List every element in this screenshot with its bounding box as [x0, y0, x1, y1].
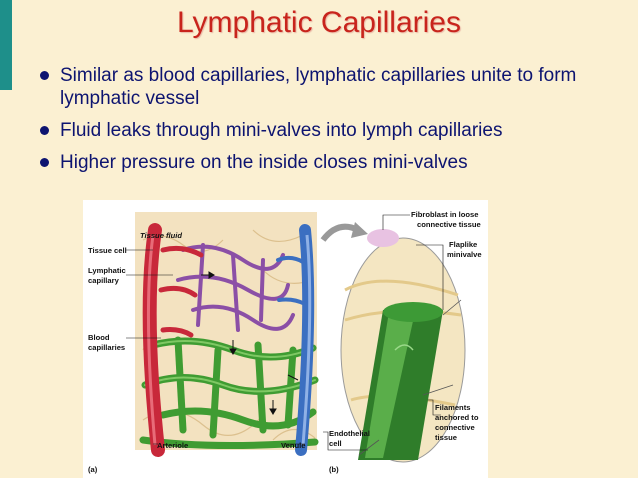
- label-fibroblast: Fibroblast in loose: [411, 210, 479, 219]
- venule-vessel: [276, 224, 315, 456]
- accent-bar: [0, 0, 12, 90]
- label-filaments: tissue: [435, 433, 457, 442]
- label-filaments: Filaments: [435, 403, 470, 412]
- bullet-list: Similar as blood capillaries, lymphatic …: [38, 64, 608, 183]
- label-flaplike-minivalve: Flaplike: [449, 240, 477, 249]
- label-panel-b: (b): [329, 465, 339, 474]
- bullet-text: Fluid leaks through mini-valves into lym…: [60, 120, 503, 141]
- bullet-icon: [40, 126, 49, 135]
- slide-title: Lymphatic Capillaries: [176, 6, 461, 39]
- label-tissue-cell: Tissue cell: [88, 246, 127, 255]
- lymph-capillary-cylinder: [358, 302, 443, 460]
- label-flaplike-minivalve: minivalve: [447, 250, 482, 259]
- label-endothelial-cell: Endothelial: [329, 429, 370, 438]
- fibroblast-cell: [367, 229, 399, 247]
- label-filaments: connective: [435, 423, 475, 432]
- label-filaments: anchored to: [435, 413, 479, 422]
- label-blood-capillaries: Blood: [88, 333, 110, 342]
- bullet-icon: [40, 71, 49, 80]
- label-lymphatic-capillary: capillary: [88, 276, 120, 285]
- bullet-text: Higher pressure on the inside closes min…: [60, 152, 468, 173]
- label-venule: Venule: [281, 441, 305, 450]
- bullet-text: Similar as blood capillaries, lymphatic …: [60, 65, 577, 109]
- label-panel-a: (a): [88, 465, 98, 474]
- bullet-item: Similar as blood capillaries, lymphatic …: [38, 64, 608, 110]
- blood-capillary-bed: [176, 243, 295, 332]
- figure-illustration: Tissue fluid Tissue cell Lymphatic capil…: [83, 200, 488, 478]
- bullet-item: Higher pressure on the inside closes min…: [38, 151, 608, 174]
- bullet-item: Fluid leaks through mini-valves into lym…: [38, 119, 608, 142]
- label-arteriole: Arteriole: [157, 441, 188, 450]
- lymphatic-capillary-figure: Tissue fluid Tissue cell Lymphatic capil…: [83, 200, 488, 478]
- label-blood-capillaries: capillaries: [88, 343, 125, 352]
- label-lymphatic-capillary: Lymphatic: [88, 266, 126, 275]
- label-endothelial-cell: cell: [329, 439, 342, 448]
- bullet-icon: [40, 158, 49, 167]
- label-tissue-fluid: Tissue fluid: [140, 231, 182, 240]
- label-fibroblast: connective tissue: [417, 220, 481, 229]
